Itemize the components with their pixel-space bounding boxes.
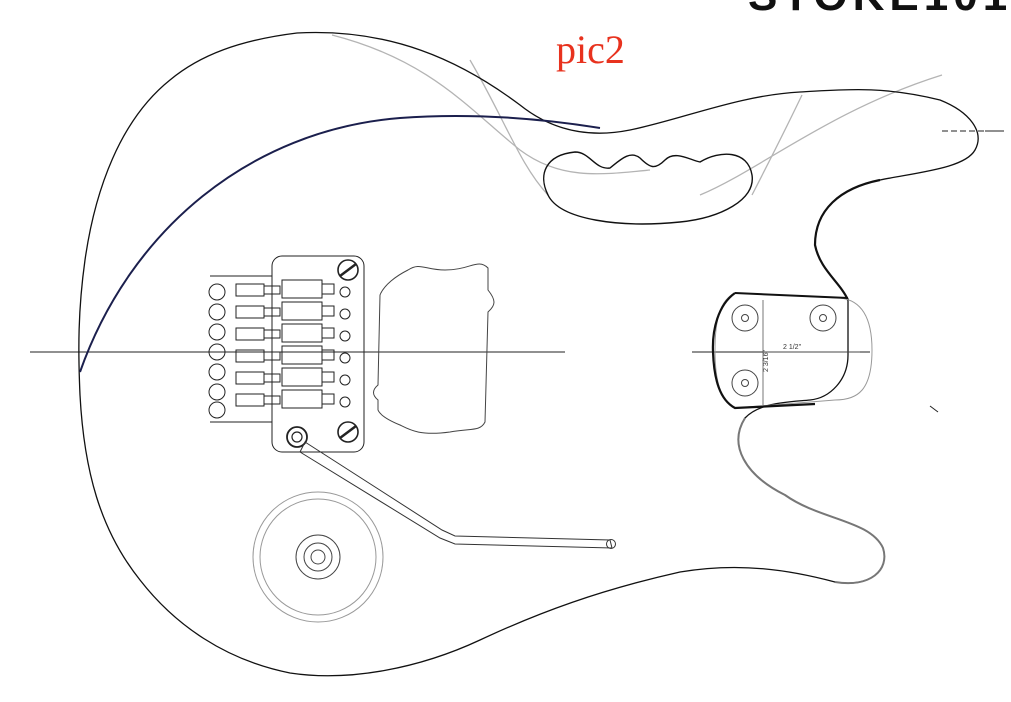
upper-cutaway-line [813,178,881,301]
pic-label: pic2 [556,27,625,72]
dim-width-label: 2 1/2" [783,344,802,351]
string-lock-screws [208,283,226,419]
humbucker-pickup [373,263,495,434]
volume-knob-icon [252,491,384,623]
arm-socket [286,426,308,448]
mounting-hole [731,304,759,332]
contour-cavity [543,151,753,225]
mounting-hole [809,304,837,332]
cropped-title-text: STOKE101 [748,0,1011,18]
ghost-horn-outline [331,34,943,196]
tremolo-bridge [208,255,365,453]
dim-height-label: 2 3/16" [763,350,770,372]
centerline [30,130,1004,353]
mounting-hole [731,369,759,397]
neck-pocket: 2 3/16" 2 1/2" [711,292,939,413]
saddle-rows [235,279,351,409]
slotted-screw-icon [337,259,359,443]
guide-curve [79,114,601,373]
tremolo-arm-icon [299,441,616,549]
body-outline [78,31,979,677]
lower-cutaway-line [737,417,886,585]
